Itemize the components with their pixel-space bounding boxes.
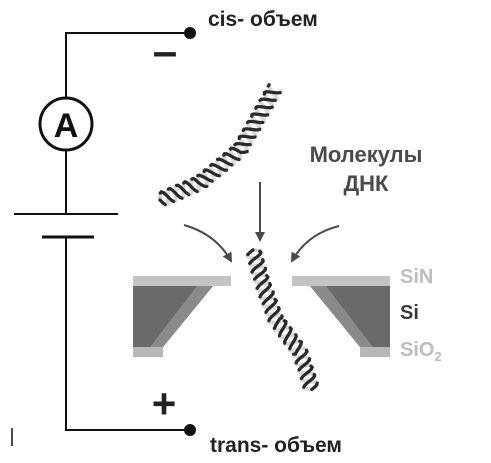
ammeter: A — [38, 96, 94, 152]
cis-volume-label: cis- объем — [208, 8, 318, 31]
sin-layer-right — [292, 276, 390, 286]
sin-layer-left — [133, 276, 231, 286]
dna-strand-front — [256, 127, 262, 132]
dna-strand-front — [248, 259, 253, 265]
membrane — [133, 276, 390, 357]
dna-strand-front — [184, 191, 191, 197]
trans-terminal-dot — [184, 424, 196, 436]
dna-strand-front — [169, 198, 176, 204]
arrows — [183, 182, 340, 263]
dna-strand-front — [299, 374, 305, 381]
circuit — [11, 32, 190, 446]
sio2-label-subscript: 2 — [434, 349, 441, 364]
dna-strand-front — [215, 173, 221, 178]
dna-strand-front — [207, 178, 214, 183]
dna-strand-front — [253, 275, 259, 281]
si-label: Si — [400, 302, 419, 324]
dna-strand-front — [193, 188, 199, 194]
dna-strand-front — [261, 299, 267, 306]
molecules-label-line1: Молекулы — [310, 142, 423, 167]
dna-strand-front — [267, 317, 272, 323]
ammeter-label: A — [54, 107, 79, 145]
dna-strand-front — [264, 308, 269, 314]
trans-volume-label: trans- объем — [210, 434, 342, 457]
dna-strand-front — [234, 157, 241, 162]
sio2-label: SiO2 — [400, 339, 442, 364]
left-curved-arrow — [183, 224, 232, 263]
molecules-label-line2: ДНК — [344, 171, 390, 196]
dna-strand-front — [310, 385, 317, 392]
sio2-layer-left — [133, 347, 163, 357]
dna-strand-front — [297, 366, 303, 372]
sio2-layer-right — [360, 347, 390, 357]
dna-strand-front — [250, 268, 255, 274]
plus-sign: + — [152, 380, 177, 427]
si-block-right-bevel — [310, 286, 373, 347]
dna-strand-front — [258, 293, 263, 299]
si-block-left-bevel — [150, 286, 213, 347]
right-curved-arrow — [291, 225, 340, 263]
dna-molecule-top — [157, 83, 283, 207]
dna-strand-front — [243, 149, 249, 154]
dna-strand-front — [268, 105, 274, 110]
dna-strand-front — [302, 383, 307, 389]
dna-strand-front — [266, 83, 271, 88]
dna-strand-front — [161, 201, 167, 207]
dna-strand-front — [227, 162, 234, 167]
cis-terminal-dot — [184, 27, 196, 39]
minus-sign: – — [153, 27, 177, 76]
sin-label: SiN — [400, 266, 433, 288]
top-wire — [65, 32, 190, 98]
dna-strand-front — [277, 331, 282, 338]
bottom-wire — [65, 237, 190, 431]
dna-strand-front — [294, 359, 299, 365]
dna-molecule-in-pore — [245, 248, 320, 392]
dna-strand-front — [288, 344, 293, 351]
ammeter-circle — [38, 96, 94, 152]
dna-strand-front — [255, 284, 261, 290]
sio2-label-base: SiO — [400, 339, 434, 361]
dna-strand-front — [246, 250, 252, 257]
dna-strand-front — [178, 195, 184, 200]
dna-strand-front — [272, 324, 278, 330]
